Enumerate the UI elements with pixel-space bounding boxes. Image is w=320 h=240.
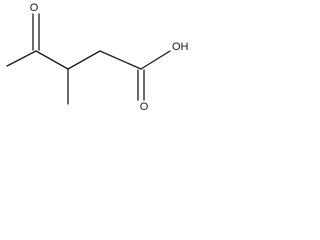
hydroxyl-label: OH <box>172 41 189 53</box>
bond-ketone-carbon-to-ch <box>35 50 69 70</box>
bond-ch-to-ch2 <box>67 50 101 70</box>
ketone-oxygen-label: O <box>30 2 39 14</box>
bond-carboxyl-carbon-to-hydroxyl <box>140 50 171 70</box>
skeletal-structure: O O OH <box>6 2 189 113</box>
bond-ch2-to-carboxyl-carbon <box>99 50 142 70</box>
bond-methyl-to-ketone-carbon <box>6 50 37 67</box>
carboxyl-oxygen-label: O <box>140 101 149 113</box>
